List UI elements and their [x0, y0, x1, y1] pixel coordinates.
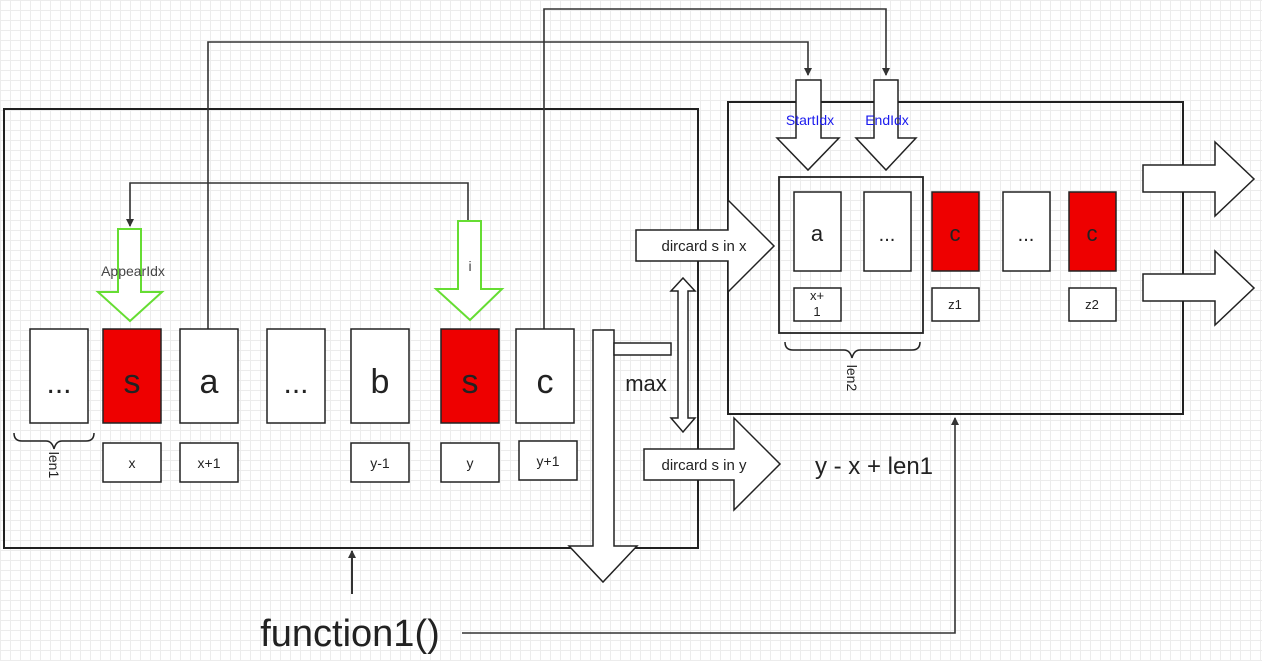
left-cell-b-label: b: [371, 363, 390, 401]
index-box-z2: [1068, 287, 1117, 322]
left-cell-a-label: a: [200, 363, 219, 401]
right-cell-c-first: [931, 191, 980, 272]
startidx-arrow: [775, 79, 841, 172]
connector-c-to-endidx: [543, 8, 890, 329]
right-cell-a-label: a: [811, 221, 824, 246]
output-arrow-upper: [1142, 140, 1256, 218]
discard-x-arrow: [635, 198, 776, 294]
index-label-z2: z2: [1085, 297, 1099, 312]
left-cell-b: [350, 328, 410, 424]
output-arrow-lower: [1142, 249, 1256, 327]
endidx-label: EndIdx: [865, 112, 909, 128]
index-box-y: [440, 442, 500, 483]
len1-brace: [13, 432, 95, 450]
right-cell-dots-b-label: ...: [1018, 224, 1035, 246]
discard-y-arrow: [643, 416, 782, 512]
left-index-labels: x x+1 y-1 y y+1: [102, 440, 578, 483]
right-cell-c-second: [1068, 191, 1117, 272]
left-cell-s-first-label: s: [124, 363, 141, 401]
left-cell-dots-b: [266, 328, 326, 424]
index-box-x: [102, 442, 162, 483]
i-pointer-arrow: [433, 220, 505, 322]
index-box-x-plus-1-right: [793, 287, 842, 322]
connector-function-to-right: [462, 417, 959, 634]
max-label: max: [625, 371, 667, 396]
discard-x-label: dircard s in x: [661, 238, 747, 255]
right-cells: a ... c ... c: [793, 191, 1117, 272]
left-cell-s-second: [440, 328, 500, 424]
right-cell-c-first-label: c: [950, 221, 961, 246]
index-label-x: x: [129, 455, 136, 471]
left-cell-s-first: [102, 328, 162, 424]
discard-y-label: dircard s in y: [661, 457, 747, 474]
formula-label: y - x + len1: [815, 453, 933, 480]
right-cell-dots-b: [1002, 191, 1051, 272]
index-label-x-plus-1-right: x+1: [810, 288, 824, 319]
left-cell-a: [179, 328, 239, 424]
index-box-y-minus-1: [350, 442, 410, 483]
appearidx-label: AppearIdx: [101, 263, 165, 279]
index-box-y-plus-1: [518, 440, 578, 481]
connector-i-to-appearidx: [126, 182, 469, 227]
function-label: function1(): [260, 613, 440, 655]
left-container: [3, 108, 699, 549]
len2-label: len2: [844, 365, 860, 392]
right-window: [778, 176, 924, 334]
startidx-label: StartIdx: [786, 112, 834, 128]
index-box-z1: [931, 287, 980, 322]
connector-a-to-startidx: [207, 41, 812, 329]
left-cells: ... s a ... b s c: [29, 328, 575, 424]
right-cell-a: [793, 191, 842, 272]
right-cell-dots-a: [863, 191, 912, 272]
left-cell-dots-b-label: ...: [283, 367, 308, 400]
index-label-y-plus-1: y+1: [537, 453, 560, 469]
index-label-y: y: [467, 455, 474, 471]
double-vertical-arrow: [669, 276, 697, 434]
max-branch-bar: [613, 342, 672, 356]
left-cell-dots-a-label: ...: [46, 367, 71, 400]
right-cell-c-second-label: c: [1087, 221, 1098, 246]
len1-label: len1: [46, 452, 62, 479]
len2-brace: [784, 341, 921, 359]
right-index-labels: x+1 z1 z2: [793, 287, 1117, 322]
left-cell-dots-a: [29, 328, 89, 424]
index-label-x-plus-1: x+1: [198, 455, 221, 471]
index-box-x-plus-1: [179, 442, 239, 483]
left-cell-c: [515, 328, 575, 424]
left-cell-c-label: c: [537, 363, 554, 401]
max-down-arrow: [567, 329, 639, 584]
right-cell-dots-a-label: ...: [879, 224, 896, 246]
endidx-arrow: [854, 79, 918, 172]
i-label: i: [468, 258, 471, 274]
left-cell-s-second-label: s: [462, 363, 479, 401]
index-label-y-minus-1: y-1: [370, 455, 390, 471]
appearidx-pointer-arrow: [95, 228, 165, 323]
index-label-z1: z1: [948, 297, 962, 312]
